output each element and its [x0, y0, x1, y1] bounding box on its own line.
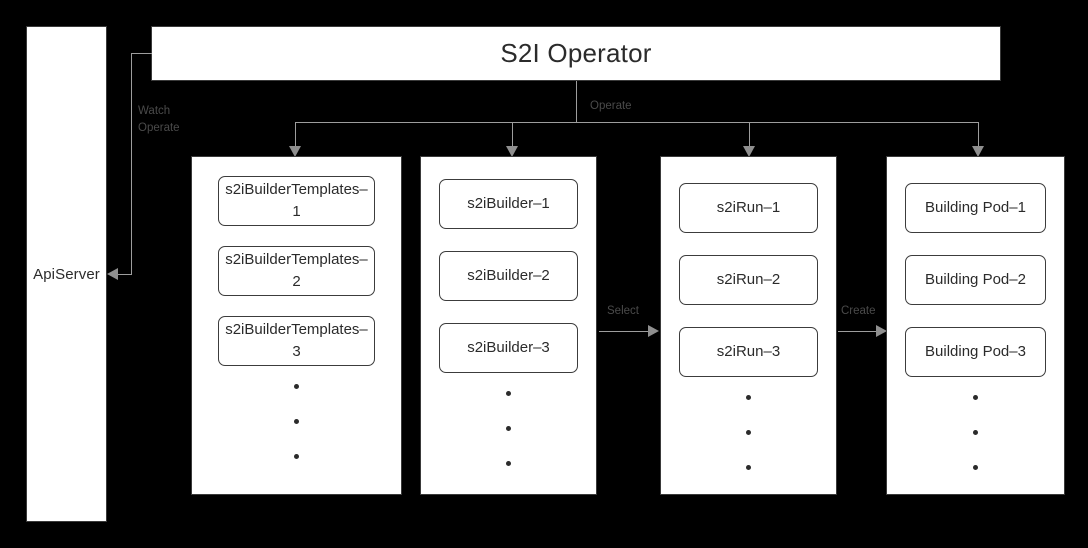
operate-arrow-4	[972, 146, 984, 157]
create-label-text: Create	[841, 305, 876, 317]
card-s2ibuildertemplates-2[interactable]: s2iBuilderTemplates–2	[218, 246, 375, 296]
card-s2ibuilder-2[interactable]: s2iBuilder–2	[439, 251, 578, 301]
operate-arrow-2	[506, 146, 518, 157]
card-s2ibuilder-1[interactable]: s2iBuilder–1	[439, 179, 578, 229]
ellipsis-dot	[973, 395, 978, 400]
ellipsis-dot	[973, 465, 978, 470]
ellipsis-building-pod	[973, 395, 978, 470]
create-arrowhead	[876, 325, 887, 337]
select-arrow-line	[599, 331, 649, 332]
card-building-pod-1[interactable]: Building Pod–1	[905, 183, 1046, 233]
ellipsis-s2irun	[746, 395, 751, 470]
apiserver-box: ApiServer	[26, 26, 107, 522]
operate-arrow-3	[743, 146, 755, 157]
ellipsis-dot	[973, 430, 978, 435]
ellipsis-dot	[746, 465, 751, 470]
ellipsis-s2ibuilder	[506, 391, 511, 466]
ellipsis-dot	[294, 454, 299, 459]
column-s2ibuildertemplates: s2iBuilderTemplates–1 s2iBuilderTemplate…	[191, 156, 402, 495]
card-s2ibuildertemplates-1[interactable]: s2iBuilderTemplates–1	[218, 176, 375, 226]
operate-top-label-text: Operate	[590, 100, 632, 112]
ellipsis-dot	[506, 461, 511, 466]
create-label: Create	[841, 303, 876, 320]
operate-left-label: Operate	[138, 122, 180, 135]
column-s2irun: s2iRun–1 s2iRun–2 s2iRun–3	[660, 156, 837, 495]
s2i-operator-title: S2I Operator	[500, 38, 652, 68]
column-s2ibuilder: s2iBuilder–1 s2iBuilder–2 s2iBuilder–3	[420, 156, 597, 495]
ellipsis-dot	[294, 419, 299, 424]
card-s2ibuildertemplates-3[interactable]: s2iBuilderTemplates–3	[218, 316, 375, 366]
card-building-pod-2[interactable]: Building Pod–2	[905, 255, 1046, 305]
watch-connector-arrowhead	[107, 268, 118, 280]
select-label: Select	[607, 303, 639, 320]
operate-drop-4	[978, 122, 979, 148]
s2i-operator-box: S2I Operator	[151, 26, 1001, 81]
ellipsis-dot	[506, 391, 511, 396]
operate-drop-2	[512, 122, 513, 148]
ellipsis-dot	[746, 395, 751, 400]
apiserver-label: ApiServer	[33, 265, 100, 283]
watch-label: Watch	[138, 105, 171, 117]
card-s2ibuilder-3[interactable]: s2iBuilder–3	[439, 323, 578, 373]
operate-arrow-1	[289, 146, 301, 157]
select-arrowhead	[648, 325, 659, 337]
card-building-pod-3[interactable]: Building Pod–3	[905, 327, 1046, 377]
column-building-pod: Building Pod–1 Building Pod–2 Building P…	[886, 156, 1065, 495]
select-label-text: Select	[607, 305, 639, 317]
operate-stem	[576, 81, 577, 122]
create-arrow-line	[838, 331, 878, 332]
ellipsis-dot	[506, 426, 511, 431]
card-s2irun-1[interactable]: s2iRun–1	[679, 183, 818, 233]
watch-connector-bottom-segment	[113, 274, 132, 275]
ellipsis-dot	[294, 384, 299, 389]
watch-connector-top-segment	[131, 53, 152, 54]
ellipsis-s2ibuildertemplates	[294, 384, 299, 459]
operate-drop-1	[295, 122, 296, 148]
card-s2irun-2[interactable]: s2iRun–2	[679, 255, 818, 305]
card-s2irun-3[interactable]: s2iRun–3	[679, 327, 818, 377]
ellipsis-dot	[746, 430, 751, 435]
operate-drop-3	[749, 122, 750, 148]
operate-bus	[295, 122, 979, 123]
operate-top-label: Operate	[590, 98, 632, 115]
watch-connector-vertical-segment	[131, 53, 132, 274]
